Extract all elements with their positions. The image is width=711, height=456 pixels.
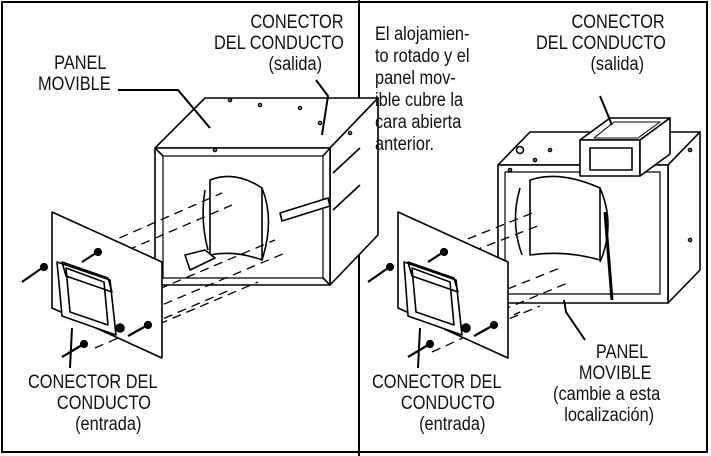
right-housing <box>497 117 701 304</box>
left-outlet-connector-label: CONECTOR DEL CONDUCTO (salida) <box>214 12 344 75</box>
right-screws <box>367 247 499 358</box>
left-movable-panel-label: PANEL MOVIBLE <box>38 53 111 95</box>
left-movable-panel <box>51 211 163 359</box>
right-movable-panel-label: PANEL MOVIBLE (cambie a esta localizació… <box>553 342 661 426</box>
right-outlet-connector-label: CONECTOR DEL CONDUCTO (salida) <box>536 12 666 75</box>
right-inlet-connector-label: CONECTOR DEL CONDUCTO (entrada) <box>372 372 502 435</box>
left-leaders <box>69 79 329 369</box>
right-movable-panel <box>397 211 509 359</box>
left-screws <box>21 247 153 358</box>
right-leaders <box>417 95 613 369</box>
left-housing <box>154 97 379 286</box>
right-note-text: El alojamien- to rotado y el panel mov- … <box>375 24 470 155</box>
left-inlet-connector-label: CONECTOR DEL CONDUCTO (entrada) <box>28 372 158 435</box>
